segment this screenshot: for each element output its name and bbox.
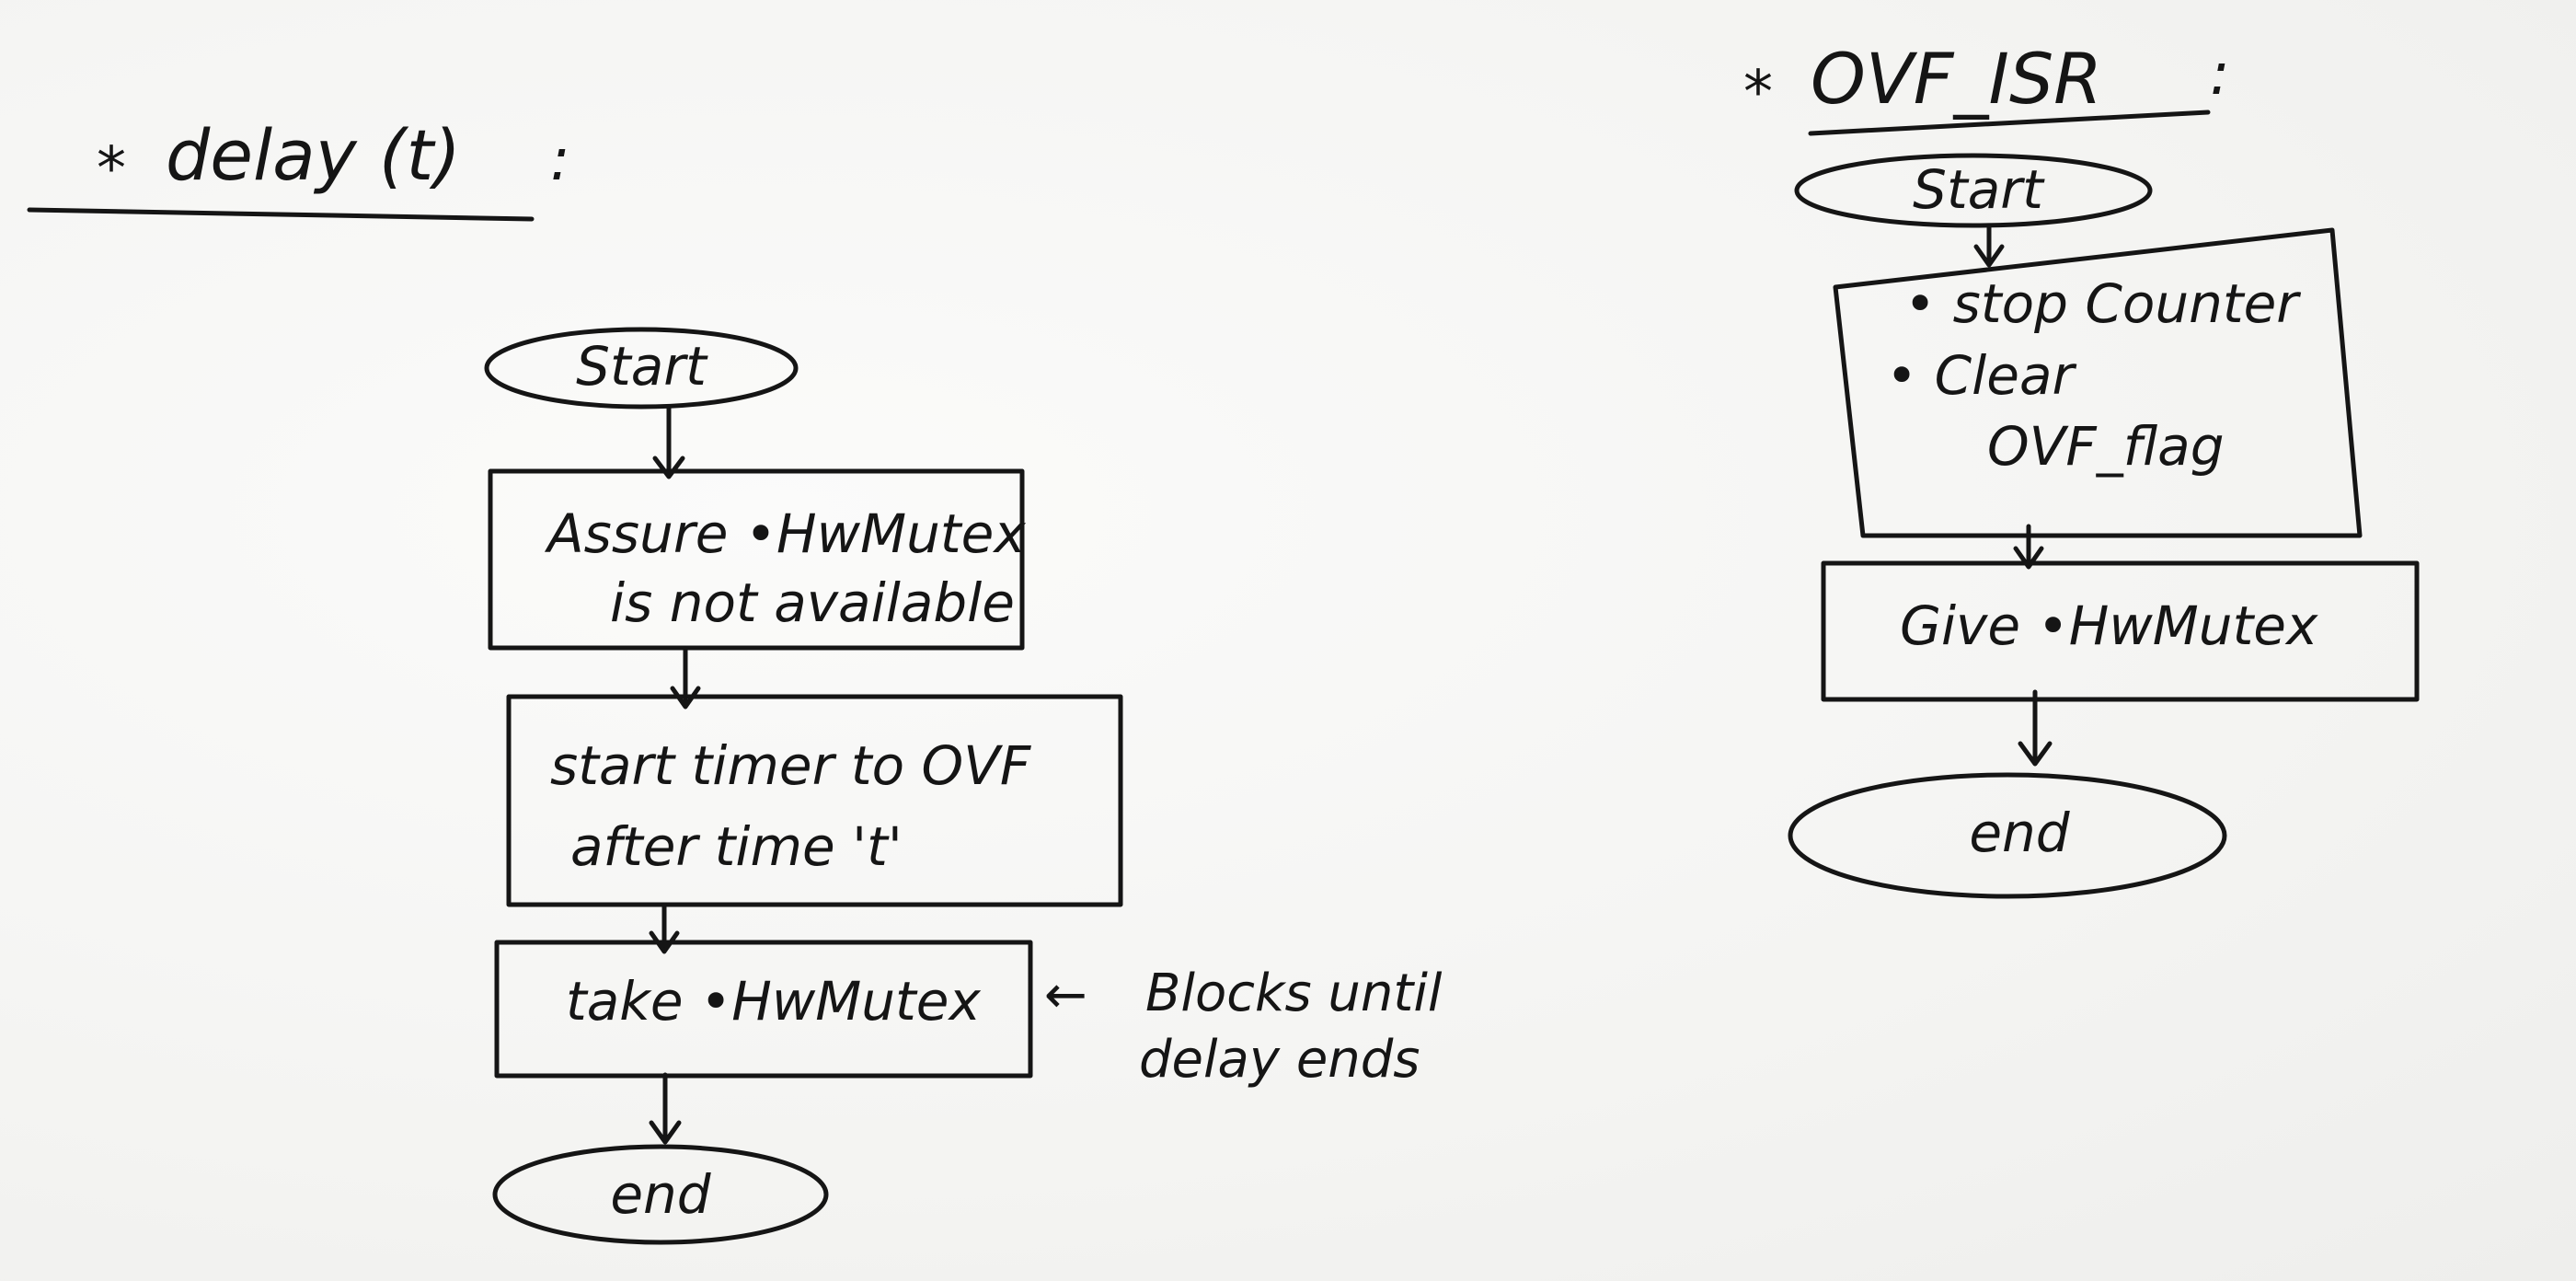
delay-flowchart: * delay (t) : Start Assure •HwMutex is n… [27, 114, 1443, 1245]
delay-arrowhead-3 [649, 930, 680, 954]
isr-step-give-label: Give •HwMutex [1900, 594, 2318, 657]
isr-step-give-box [1821, 560, 2420, 702]
isr-arrowhead-2 [2013, 546, 2044, 570]
isr-start-terminal [1794, 153, 2153, 228]
delay-step-assure-line2: is not available [610, 571, 1015, 634]
isr-title-colon: : [2210, 40, 2230, 109]
delay-title-underline [27, 207, 535, 222]
isr-step-clear: • Clear [1886, 344, 2076, 407]
isr-end-terminal [1788, 772, 2227, 899]
isr-title: OVF_ISR [1811, 38, 2102, 120]
isr-title-marker: * [1743, 59, 1773, 127]
isr-arrowhead-3 [2018, 741, 2053, 767]
delay-title: delay (t) [166, 114, 461, 196]
isr-step-stop-counter: • stop Counter [1904, 272, 2301, 335]
delay-title-marker: * [97, 135, 126, 203]
delay-step-start-timer-box [506, 694, 1123, 907]
delay-end-terminal [492, 1144, 829, 1245]
delay-step-take-label: take •HwMutex [566, 970, 981, 1033]
isr-step-ovf-flag: OVF_flag [1987, 415, 2225, 478]
delay-note-line2: delay ends [1139, 1030, 1420, 1090]
delay-step-start-timer-line1: start timer to OVF [550, 734, 1032, 797]
ovf-isr-flowchart: * OVF_ISR : Start • stop Counter • Clear… [1743, 38, 2420, 899]
delay-end-label: end [610, 1163, 711, 1226]
isr-step-stop-clear-box [1833, 227, 2363, 538]
delay-start-label: Start [576, 335, 708, 398]
isr-title-underline [1808, 110, 2211, 136]
delay-step-start-timer-line2: after time 't' [570, 815, 903, 878]
delay-arrowhead-4 [649, 1120, 682, 1145]
delay-step-assure-box [488, 468, 1025, 651]
delay-arrowhead-1 [652, 456, 685, 479]
delay-note-line1: Blocks until [1145, 964, 1443, 1023]
delay-note-arrow: ← [1044, 965, 1087, 1025]
isr-arrowhead-1 [1973, 244, 2005, 268]
delay-title-colon: : [550, 126, 570, 194]
delay-step-assure-line1: Assure •HwMutex [544, 502, 1026, 565]
isr-end-label: end [1969, 802, 2070, 864]
delay-start-terminal [484, 327, 799, 410]
delay-step-take-box [494, 940, 1033, 1079]
isr-start-label: Start [1913, 158, 2045, 221]
